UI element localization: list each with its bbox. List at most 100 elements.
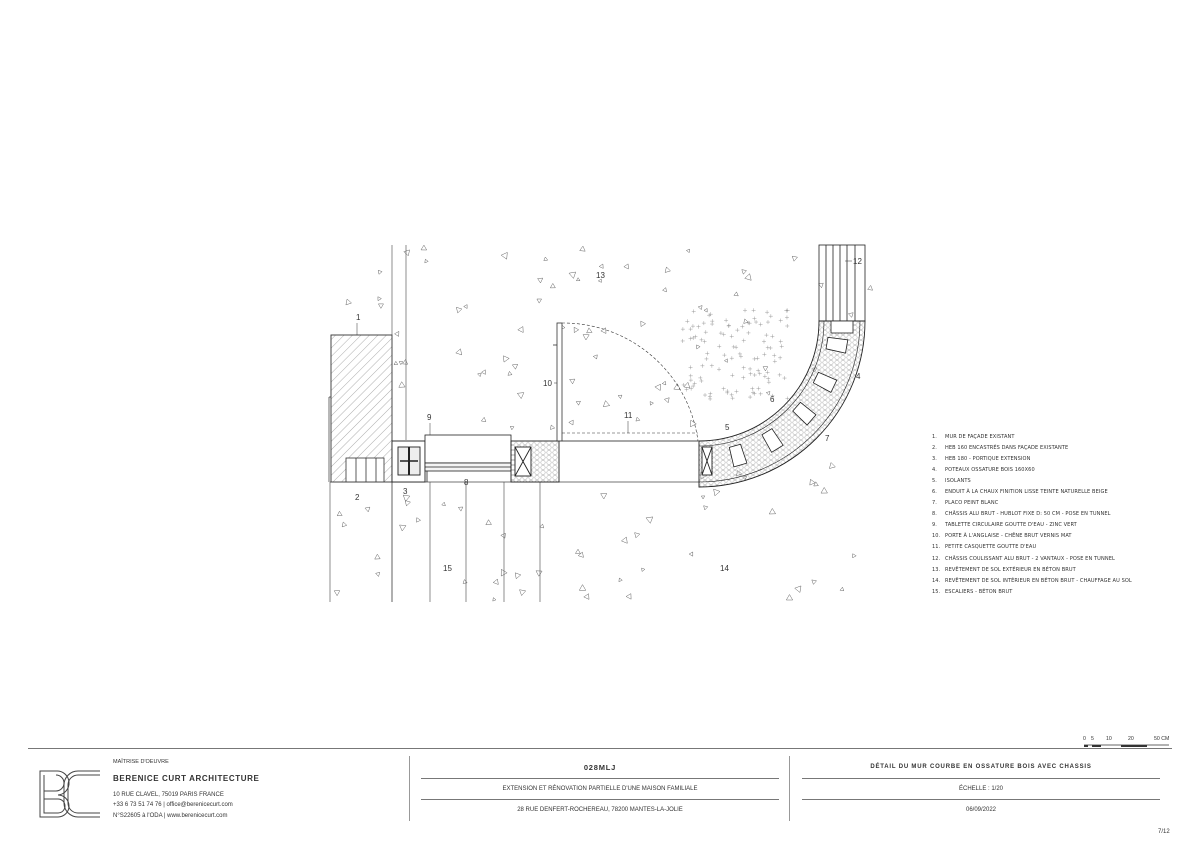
title-block-top-rule: [28, 748, 1172, 749]
speckle-mark: [713, 488, 721, 497]
gravel-mark: [704, 356, 709, 361]
speckle-mark: [535, 570, 543, 577]
gravel-mark: [757, 371, 762, 376]
gravel-mark: [726, 323, 731, 328]
speckle-mark: [424, 258, 429, 264]
speckle-mark: [345, 298, 352, 306]
gravel-mark: [692, 381, 697, 386]
speckle-mark: [457, 506, 464, 512]
gravel-mark: [680, 338, 685, 343]
speckle-mark: [517, 326, 524, 333]
legend-item: 12.CHÂSSIS COULISSANT ALU BRUT - 2 VANTA…: [932, 555, 1115, 562]
speckle-mark: [333, 590, 341, 597]
gravel-mark: [722, 353, 727, 358]
speckle-mark: [813, 481, 819, 487]
gravel-mark: [784, 308, 789, 313]
speckle-mark: [539, 523, 545, 529]
gravel-mark: [778, 339, 783, 344]
speckle-mark: [598, 263, 604, 269]
speckle-mark: [818, 282, 824, 289]
speckle-mark: [852, 553, 857, 559]
gravel-mark: [766, 376, 771, 381]
speckle-mark: [377, 269, 383, 275]
gravel-mark: [778, 355, 783, 360]
gravel-mark: [752, 316, 757, 321]
speckle-mark: [398, 381, 406, 388]
speckle-mark: [402, 494, 411, 502]
speckle-mark: [820, 486, 828, 494]
speckle-mark: [645, 516, 654, 524]
gravel-mark: [754, 320, 759, 325]
speckle-mark: [649, 401, 655, 406]
gravel-mark: [748, 395, 753, 400]
gravel-mark: [726, 323, 731, 328]
gravel-mark: [699, 378, 704, 383]
speckle-mark: [514, 572, 522, 580]
legend-item: 10.PORTE À L'ANGLAISE - CHÊNE BRUT VERNI…: [932, 533, 1072, 540]
gravel-mark: [778, 318, 783, 323]
speckle-mark: [377, 303, 384, 309]
gravel-mark: [684, 387, 689, 392]
door-frame-block: [510, 440, 560, 483]
sliding-chassis: [818, 244, 866, 334]
rule: [421, 778, 779, 779]
gravel-mark: [699, 337, 704, 342]
speckle-mark: [685, 248, 690, 254]
gravel-mark: [748, 371, 753, 376]
gravel-mark: [756, 368, 761, 373]
speckle-mark: [507, 370, 513, 376]
speckle-mark: [635, 416, 641, 422]
callout-6: 6: [770, 395, 775, 404]
speckle-mark: [768, 507, 777, 515]
speckle-mark: [575, 277, 581, 282]
speckle-mark: [765, 391, 771, 396]
callout-8: 8: [464, 478, 469, 487]
speckle-mark: [577, 551, 584, 558]
gravel-mark: [718, 331, 723, 336]
callout-7: 7: [825, 434, 830, 443]
gravel-mark: [688, 378, 693, 383]
speckle-mark: [500, 532, 506, 539]
speckle-mark: [600, 493, 608, 500]
speckle-mark: [661, 380, 667, 386]
bc-logo: [39, 770, 100, 818]
speckle-mark: [664, 266, 671, 273]
speckle-mark: [743, 318, 749, 324]
firm-name: BERENICE CURT ARCHITECTURE: [113, 773, 260, 783]
speckle-mark: [662, 287, 667, 293]
gravel-mark: [703, 330, 708, 335]
callout-14: 14: [720, 564, 729, 573]
callout-2: 2: [355, 493, 360, 502]
firm-info: MAÎTRISE D'OEUVRE BERENICE CURT ARCHITEC…: [113, 757, 259, 821]
gravel-mark: [707, 313, 712, 318]
legend-item: 14.REVÊTEMENT DE SOL INTÉRIEUR EN BÉTON …: [932, 577, 1132, 584]
drawing-date: 06/09/2022: [965, 807, 997, 813]
speckle-mark: [341, 521, 348, 528]
gravel-mark: [691, 384, 696, 389]
speckle-mark: [485, 519, 492, 526]
speckle-mark: [641, 567, 646, 572]
gravel-mark: [710, 322, 715, 327]
speckle-mark: [597, 278, 602, 283]
callout-labels: 1 2 3 4 5 6 7 8 9 10 11 12 13 14 15: [355, 257, 862, 573]
callout-12: 12: [853, 257, 862, 266]
speckle-mark: [673, 383, 681, 390]
drawing-scale: ÉCHELLE : 1/20: [958, 786, 1004, 792]
speckle-mark: [867, 284, 873, 291]
speckle-mark: [741, 269, 747, 275]
gravel-mark: [764, 333, 769, 338]
speckle-mark: [549, 282, 556, 289]
gravel-mark: [729, 334, 734, 339]
scale-tick: 10: [1106, 736, 1112, 742]
gravel-mark: [730, 373, 735, 378]
gravel-mark: [750, 386, 755, 391]
firm-registration: N°S22605 à l'ODA | www.berenicecurt.com: [113, 812, 228, 819]
speckle-mark: [519, 589, 527, 597]
gravel-mark: [688, 365, 693, 370]
gravel-mark: [734, 389, 739, 394]
speckle-mark: [583, 593, 590, 600]
speckle-mark: [398, 361, 404, 366]
heb-180-portique: [391, 440, 426, 483]
gravel-mark: [689, 386, 694, 391]
gravel-mark: [762, 352, 767, 357]
